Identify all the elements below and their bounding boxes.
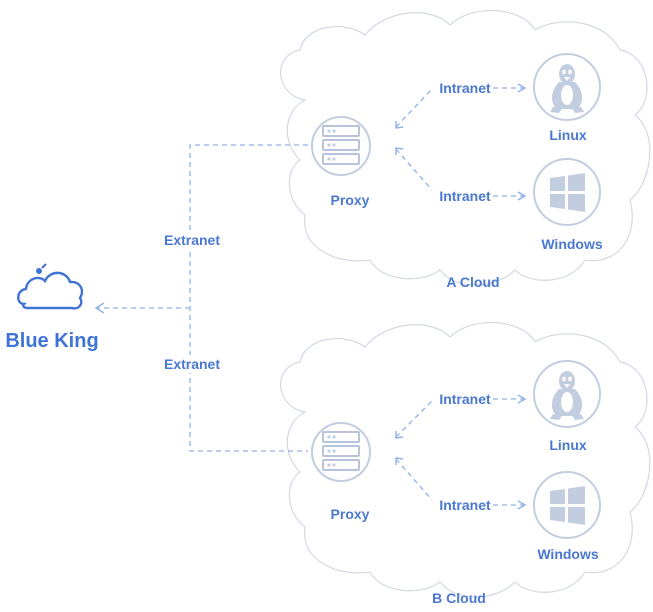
intranet-label-a-linux: Intranet <box>439 80 491 96</box>
intranet-label-b-linux: Intranet <box>439 391 491 407</box>
cloud-name-a: A Cloud <box>446 274 499 290</box>
linux-label-a: Linux <box>549 127 587 143</box>
server-icon <box>311 422 371 482</box>
proxy-label-a: Proxy <box>331 192 370 208</box>
server-icon <box>311 116 371 176</box>
brand-name: Blue King <box>5 330 98 352</box>
linux-penguin-icon <box>533 360 601 428</box>
windows-label-b: Windows <box>537 546 599 562</box>
cloud-name-b: B Cloud <box>432 590 486 606</box>
extranet-connector <box>94 144 308 452</box>
proxy-label-b: Proxy <box>331 506 370 522</box>
b-cloud: Proxy Linux Windows Intranet Intranet B … <box>311 360 601 606</box>
extranet-label-bottom: Extranet <box>164 356 220 372</box>
intranet-label-a-windows: Intranet <box>439 188 491 204</box>
extranet-label-top: Extranet <box>164 232 220 248</box>
intranet-label-b-windows: Intranet <box>439 497 491 513</box>
linux-penguin-icon <box>533 53 601 121</box>
linux-label-b: Linux <box>549 437 587 453</box>
blue-king-logo-icon <box>17 263 84 310</box>
a-cloud: Proxy Linux Windows Intranet Intranet A … <box>311 53 603 290</box>
windows-label-a: Windows <box>541 236 603 252</box>
windows-icon <box>533 158 601 226</box>
windows-icon <box>533 471 601 539</box>
